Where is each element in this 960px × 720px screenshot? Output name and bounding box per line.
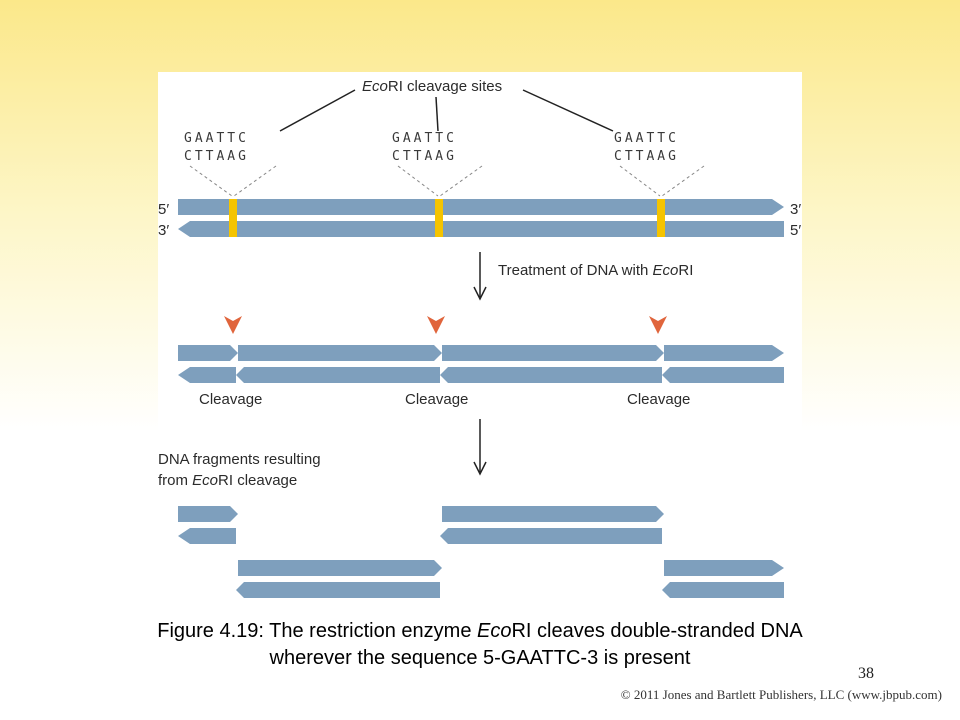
intact-bottom-strand [178, 221, 784, 237]
figure-panel: EcoRI cleavage sites GAATTC CTTAAG GAATT… [158, 72, 802, 604]
cleavage-site-2 [435, 199, 443, 237]
fragments-label-line-1: DNA fragments resulting [158, 451, 321, 468]
cut-top-segment-3 [442, 345, 664, 361]
cut-bottom-segment-1 [178, 367, 236, 383]
caption-line-2: wherever the sequence 5-GAATTC-3 is pres… [269, 647, 691, 669]
cut-top-segment-2 [238, 345, 442, 361]
cleavage-label-3: Cleavage [627, 391, 690, 408]
pointer-line-site-2 [435, 96, 439, 132]
dna-fragment-2 [236, 560, 442, 598]
treatment-label: Treatment of DNA with EcoRI [498, 262, 693, 279]
site-2-bottom-seq: CTTAAG [392, 149, 457, 164]
cleavage-site-3 [657, 199, 665, 237]
top-strand-3-label: 3′ [790, 201, 801, 218]
slide-number: 38 [858, 665, 874, 682]
cleavage-marker-1 [224, 316, 242, 334]
dna-fragment-3 [440, 506, 664, 544]
ecori-diagram: EcoRI cleavage sites GAATTC CTTAAG GAATT… [158, 78, 801, 598]
bottom-strand-5-label: 5′ [790, 222, 801, 239]
cut-bottom-segment-4 [662, 367, 784, 383]
cleavage-label-1: Cleavage [199, 391, 262, 408]
cleavage-marker-3 [649, 316, 667, 334]
top-strand-5-label: 5′ [158, 201, 169, 218]
cut-bottom-segment-3 [440, 367, 662, 383]
dna-fragment-1 [178, 506, 238, 544]
dna-fragment-4 [662, 560, 784, 598]
pointer-line-site-3 [522, 89, 614, 132]
figure-caption: Figure 4.19: The restriction enzyme EcoR… [40, 618, 920, 672]
pointer-line-site-1 [279, 89, 356, 132]
bottom-strand-3-label: 3′ [158, 222, 169, 239]
cleavage-marker-2 [427, 316, 445, 334]
process-arrow-down-1 [473, 252, 487, 301]
site-2-top-seq: GAATTC [392, 131, 457, 146]
cut-top-segment-4 [664, 345, 784, 361]
site-1-top-seq: GAATTC [184, 131, 249, 146]
caption-line-1: Figure 4.19: The restriction enzyme EcoR… [157, 620, 803, 642]
cut-bottom-segment-2 [236, 367, 440, 383]
cleavage-label-2: Cleavage [405, 391, 468, 408]
site-3-top-seq: GAATTC [614, 131, 679, 146]
site-1-bottom-seq: CTTAAG [184, 149, 249, 164]
site-3-bottom-seq: CTTAAG [614, 149, 679, 164]
cleavage-site-1 [229, 199, 237, 237]
intact-top-strand [178, 199, 784, 215]
cut-top-segment-1 [178, 345, 238, 361]
process-arrow-down-2 [473, 419, 487, 476]
copyright-notice: © 2011 Jones and Bartlett Publishers, LL… [620, 687, 942, 702]
diagram-title: EcoRI cleavage sites [362, 78, 502, 95]
fragments-label-line-2: from EcoRI cleavage [158, 472, 297, 489]
dashed-guides [189, 165, 705, 197]
